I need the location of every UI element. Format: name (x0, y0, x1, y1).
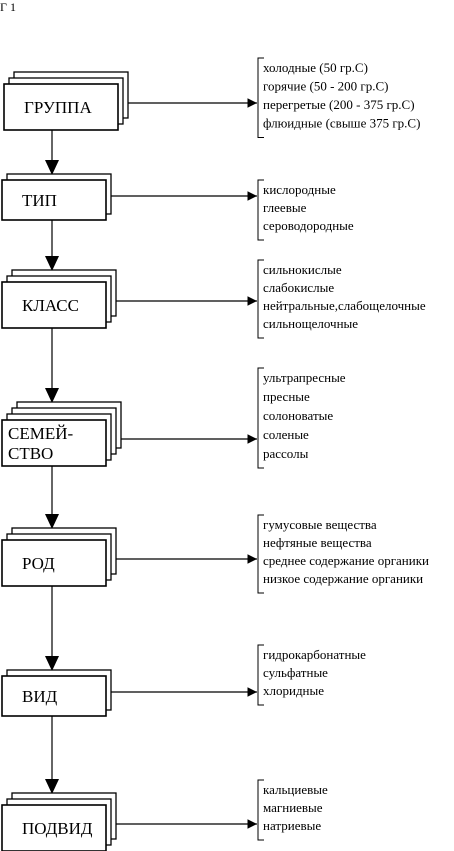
category-bracket (257, 367, 264, 469)
category-item: кальциевые (263, 782, 328, 797)
level-label: ГРУППА (24, 98, 92, 117)
category-bracket (257, 644, 264, 706)
category-item: сильнокислые (263, 262, 342, 277)
level-label: РОД (22, 554, 55, 573)
level-label: СТВО (8, 444, 53, 463)
level-box (1, 179, 107, 221)
spine-arrowhead (45, 656, 59, 671)
level-label: ВИД (22, 687, 58, 706)
spine-arrowhead (45, 388, 59, 403)
category-item: перегретые (200 - 375 гр.С) (263, 97, 415, 112)
category-item: сероводородные (263, 218, 354, 233)
category-bracket (257, 259, 264, 339)
category-item: рассолы (263, 446, 309, 461)
category-item: солоноватые (263, 408, 333, 423)
spine-arrowhead (45, 779, 59, 794)
category-item: сильнощелочные (263, 316, 358, 331)
category-item: глеевые (263, 200, 307, 215)
category-item: нефтяные вещества (263, 535, 372, 550)
level-label: КЛАСС (22, 296, 79, 315)
category-item: горячие (50 - 200 гр.С) (263, 79, 389, 94)
category-item: ультрапресные (263, 370, 346, 385)
level-label: СЕМЕЙ- (8, 424, 74, 443)
category-item: слабокислые (263, 280, 334, 295)
category-bracket (257, 179, 264, 241)
category-item: холодные (50 гр.С) (263, 60, 368, 75)
category-item: сульфатные (263, 665, 328, 680)
spine-arrowhead (45, 256, 59, 271)
spine-arrowhead (45, 514, 59, 529)
category-bracket (257, 57, 264, 138)
category-bracket (257, 779, 264, 841)
category-item: гумусовые вещества (263, 517, 377, 532)
category-item: среднее содержание органики (263, 553, 429, 568)
category-item: магниевые (263, 800, 323, 815)
level-box (1, 539, 107, 587)
header-fragment: Г 1 (0, 0, 16, 14)
category-item: кислородные (263, 182, 336, 197)
level-box (1, 804, 107, 851)
level-box (1, 675, 107, 717)
category-bracket (257, 514, 264, 594)
level-label: ТИП (22, 191, 57, 210)
category-item: низкое содержание органики (263, 571, 423, 586)
category-item: соленые (263, 427, 309, 442)
level-box (3, 83, 119, 131)
category-item: гидрокарбонатные (263, 647, 366, 662)
category-item: нейтральные,слабощелочные (263, 298, 426, 313)
category-item: флюидные (свыше 375 гр.С) (263, 116, 420, 131)
level-box (1, 281, 107, 329)
category-item: хлоридные (263, 683, 324, 698)
spine-arrowhead (45, 160, 59, 175)
category-item: натриевые (263, 818, 321, 833)
category-item: пресные (263, 389, 310, 404)
level-label: ПОДВИД (22, 819, 93, 838)
level-box (1, 419, 107, 467)
